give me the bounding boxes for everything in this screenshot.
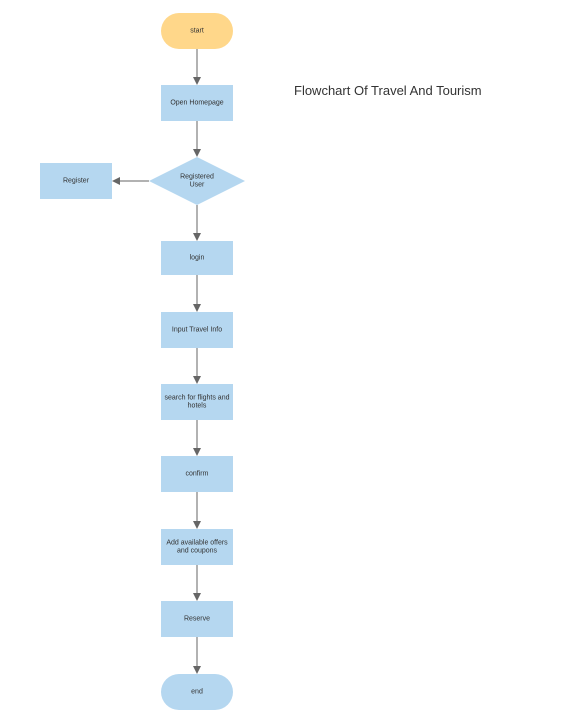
node-confirm: confirm: [161, 456, 233, 492]
node-reserve: Reserve: [161, 601, 233, 637]
node-register: Register: [40, 163, 112, 199]
node-end: end: [161, 674, 233, 710]
node-label: login: [190, 255, 205, 262]
process-shape: [161, 601, 233, 637]
node-label: Add available offers: [166, 540, 228, 547]
node-login: login: [161, 241, 233, 275]
process-shape: [161, 456, 233, 492]
node-label: User: [190, 182, 205, 189]
node-label: Reserve: [184, 616, 210, 623]
terminal-shape: [161, 674, 233, 710]
process-shape: [161, 312, 233, 348]
node-label: and coupons: [177, 548, 218, 555]
process-shape: [161, 529, 233, 565]
process-shape: [40, 163, 112, 199]
node-label: start: [190, 28, 204, 35]
node-label: Open Homepage: [170, 100, 223, 107]
decision-shape: [149, 157, 245, 205]
edges-layer: [112, 49, 201, 674]
node-label: confirm: [186, 471, 209, 478]
node-label: hotels: [188, 403, 207, 410]
node-label: end: [191, 689, 203, 696]
node-label: search for flights and: [165, 395, 230, 402]
node-label: Input Travel Info: [172, 327, 222, 334]
process-shape: [161, 241, 233, 275]
node-start: start: [161, 13, 233, 49]
node-input: Input Travel Info: [161, 312, 233, 348]
node-homepage: Open Homepage: [161, 85, 233, 121]
process-shape: [161, 85, 233, 121]
node-label: Register: [63, 178, 90, 185]
process-shape: [161, 384, 233, 420]
diagram-title: Flowchart Of Travel And Tourism: [294, 83, 482, 98]
terminal-shape: [161, 13, 233, 49]
node-label: Registered: [180, 174, 214, 181]
